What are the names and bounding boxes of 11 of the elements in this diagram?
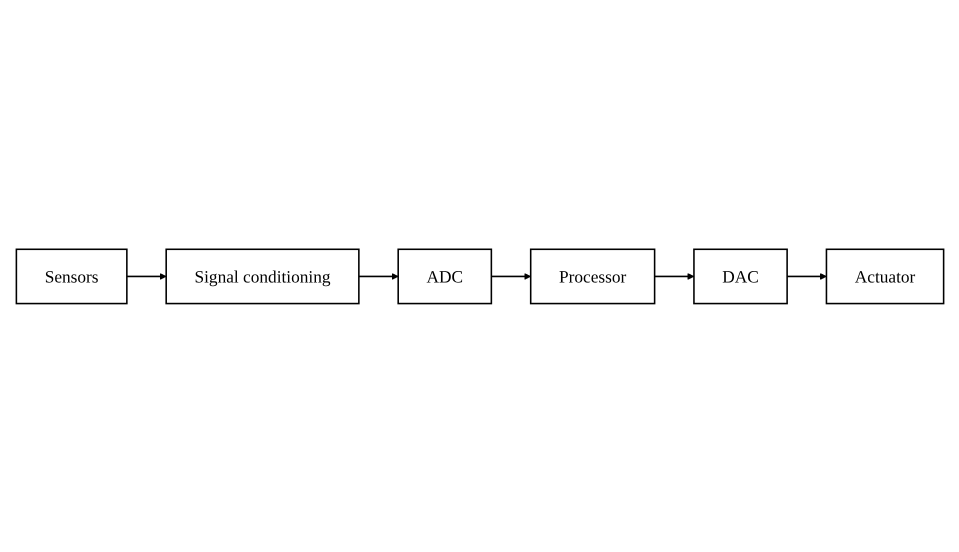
node-box: Signal conditioning [164,248,360,304]
arrow [126,272,166,280]
arrow [654,272,694,280]
node-box: ADC [396,248,492,304]
node-box: Processor [529,248,655,304]
node-box: DAC [692,248,788,304]
node-box: Sensors [15,248,128,304]
arrow [786,272,826,280]
arrow [358,272,398,280]
node-box: Actuator [825,248,944,304]
arrow [490,272,530,280]
